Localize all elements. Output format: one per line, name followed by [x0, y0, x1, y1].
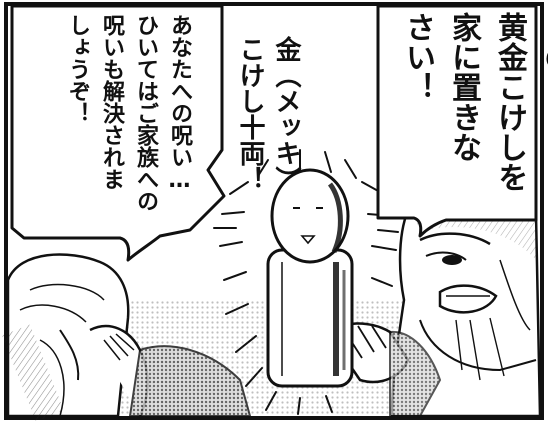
speech-line: この: [538, 12, 548, 72]
speech-text-left: あなたへの呪い… ひいてはご家族への 呪いも解決されま しょうぞ！: [60, 14, 196, 212]
label-line: こけし十両！: [235, 36, 265, 192]
glow-rays: [213, 149, 399, 415]
speech-line: あなたへの呪い…: [167, 14, 192, 193]
label-line: 金（メッキ）: [271, 36, 301, 192]
speech-line: ひいてはご家族への: [133, 14, 158, 212]
bald-man-figure: [2, 253, 252, 422]
speech-line: 家に置きな: [446, 12, 481, 162]
speech-line: しょうぞ！: [65, 14, 90, 124]
speech-line: 黄金こけしを: [492, 12, 527, 192]
product-label-text: 金（メッキ） こけし十両！: [232, 36, 304, 192]
speech-bubble-right: [376, 4, 538, 238]
golden-kokeshi-doll: [266, 168, 354, 388]
speech-line: 呪いも解決されま: [99, 14, 124, 190]
speech-bubble-left: [10, 4, 226, 262]
speech-line: さい！: [400, 12, 435, 102]
speech-text-right: この 黄金こけしを 家に置きな さい！: [394, 12, 548, 192]
